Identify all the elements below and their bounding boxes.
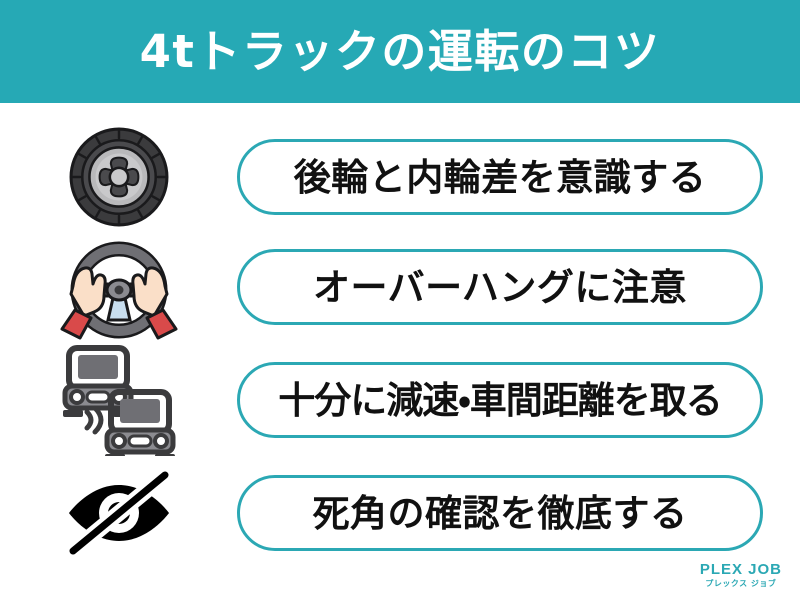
- brand-logo[interactable]: PLEX JOB プレックス ジョブ: [700, 562, 782, 588]
- tire-icon: [68, 126, 170, 228]
- steering-wheel-hands-icon: [55, 234, 183, 340]
- page-title: 4tトラックの運転のコツ: [139, 25, 661, 78]
- tip-row-3: 十分に減速・車間距離を取る: [0, 345, 800, 456]
- tip-label-1: 後輪と内輪差を意識する: [293, 155, 707, 199]
- brand-logo-main: PLEX JOB: [699, 561, 782, 578]
- tip-row-4: 死角の確認を徹底する: [0, 463, 800, 563]
- header-band: 4tトラックの運転のコツ: [0, 0, 800, 103]
- tip-pill-1[interactable]: 後輪と内輪差を意識する: [237, 139, 763, 215]
- tip-pill-2[interactable]: オーバーハングに注意: [237, 249, 763, 325]
- eye-slash-blind-spot-icon: [59, 465, 179, 561]
- tip-row-2: オーバーハングに注意: [0, 234, 800, 340]
- tip-pill-3[interactable]: 十分に減速・車間距離を取る: [237, 362, 763, 438]
- tip-label-4: 死角の確認を徹底する: [312, 491, 688, 535]
- brand-logo-sub: プレックス ジョブ: [705, 579, 777, 588]
- tip-label-3: 十分に減速・車間距離を取る: [278, 378, 723, 422]
- steering-wheel-icon-cell: [0, 234, 237, 340]
- tire-icon-cell: [0, 127, 237, 227]
- tips-list: 後輪と内輪差を意識する: [0, 103, 800, 555]
- tip-pill-4[interactable]: 死角の確認を徹底する: [237, 475, 763, 551]
- blind-spot-icon-cell: [0, 463, 237, 563]
- tip-row-1: 後輪と内輪差を意識する: [0, 127, 800, 227]
- following-distance-cars-icon: [49, 344, 189, 456]
- following-distance-icon-cell: [0, 345, 237, 456]
- tip-label-2: オーバーハングに注意: [313, 265, 687, 309]
